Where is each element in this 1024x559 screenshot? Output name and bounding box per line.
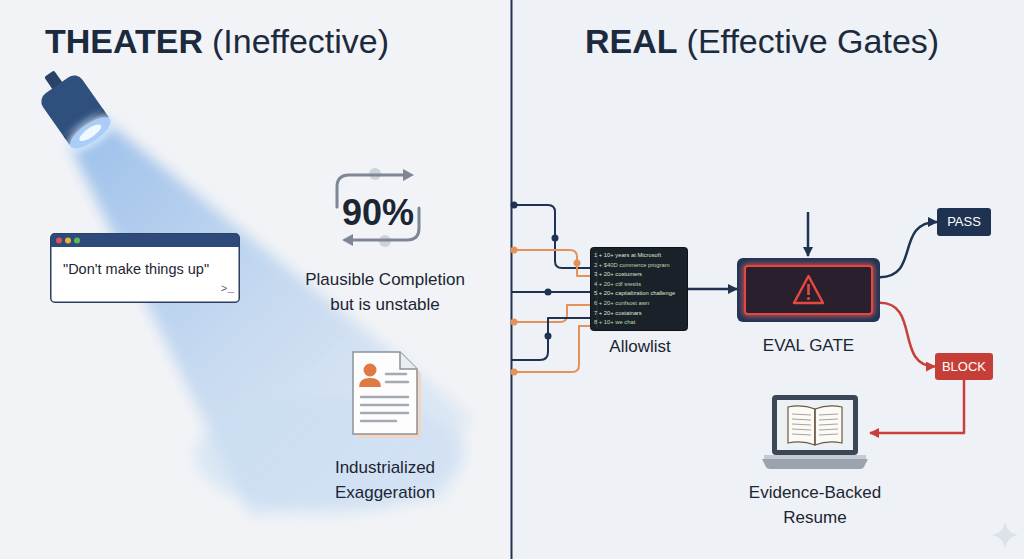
input-wires — [512, 205, 590, 372]
code-line: 4 + 20+ ctlf sresits — [594, 281, 690, 288]
code-panel — [590, 247, 688, 331]
left-panel — [0, 0, 511, 559]
panel-subtitle: (Ineffective) — [212, 22, 389, 61]
panel-subtitle: (Effective Gates) — [687, 22, 940, 61]
right-panel — [512, 0, 1024, 559]
code-line: 3 + 20+ costumers — [594, 271, 690, 278]
pass-box: PASS — [937, 208, 991, 236]
code-line: 2 + $40D commerce program — [594, 262, 690, 269]
spotlight-beam — [72, 126, 470, 515]
panel-title: REAL — [585, 22, 678, 61]
divider-line — [511, 0, 513, 559]
document-shape — [350, 350, 422, 440]
flow-arrow — [688, 288, 737, 291]
panel-title: THEATER — [45, 22, 203, 61]
flow-arrow — [870, 380, 964, 433]
spotlight-icon — [28, 59, 118, 157]
box-label: BLOCK — [935, 353, 993, 380]
document-icon: Industrialized Exaggeration — [315, 350, 455, 510]
cycle-metric: 90%Plausible Completion but is unstable — [285, 165, 485, 305]
flow-arrow — [880, 222, 937, 277]
code-line: 1 + 10+ years at Microsoft — [594, 252, 690, 259]
eval-gate: EVAL GATE — [737, 258, 880, 358]
box-label: PASS — [937, 208, 991, 236]
code-line: 6 + 20+ confsost awn — [594, 300, 690, 307]
gate-box — [737, 258, 880, 322]
terminal-window: "Don't make things up" >_ — [50, 233, 240, 303]
code-line: 7 + 20+ costainars — [594, 310, 690, 317]
sparkle-mark — [992, 522, 1018, 548]
flow-arrow — [880, 303, 935, 367]
metric-caption: Plausible Completion but is unstable — [295, 268, 475, 317]
block-box: BLOCK — [935, 353, 993, 380]
code-line: 5 + 20+ captialization challenge — [594, 290, 690, 297]
wire-junctions — [511, 202, 581, 376]
laptop-icon: Evidence-Backed Resume — [745, 393, 885, 535]
node-caption: Evidence-Backed Resume — [745, 481, 885, 530]
node-caption: Industrialized Exaggeration — [315, 456, 455, 505]
allowlist-box: 1 + 10+ years at Microsoft 2 + $40D comme… — [585, 247, 695, 362]
title-row: THEATER(Ineffective) — [45, 22, 389, 61]
input-arrow — [807, 212, 810, 256]
prompt-text: "Don't make things up" — [63, 259, 235, 280]
code-line: 8 + 10+ we chat — [594, 319, 690, 326]
title-row: REAL(Effective Gates) — [585, 22, 939, 61]
laptop-shape — [760, 393, 870, 473]
node-caption: EVAL GATE — [737, 334, 880, 359]
metric-value: 90% — [323, 187, 433, 239]
node-caption: Allowlist — [585, 335, 695, 360]
prompt-cursor: >_ — [200, 282, 234, 298]
